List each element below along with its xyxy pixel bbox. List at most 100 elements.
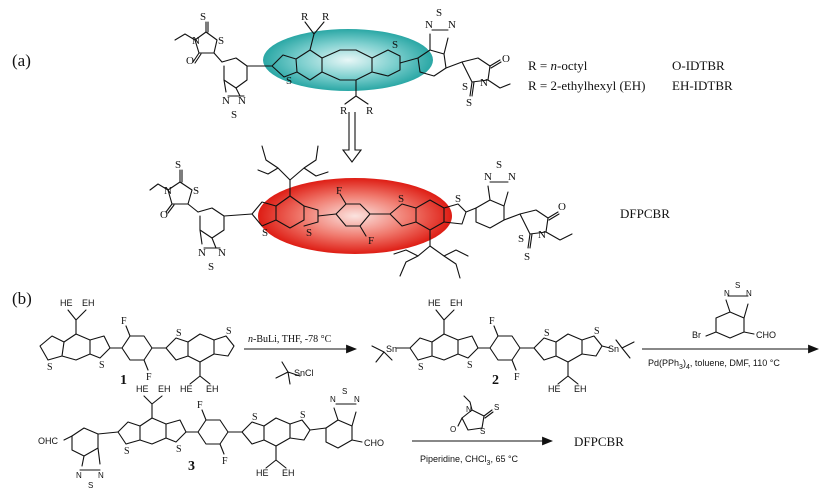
atom-f: F bbox=[121, 316, 127, 327]
atom-eh: EH bbox=[82, 298, 95, 308]
atom-s: S bbox=[231, 109, 237, 121]
atom-f: F bbox=[146, 372, 152, 383]
atom-f: F bbox=[489, 316, 495, 327]
atom-s: S bbox=[594, 326, 600, 337]
atom-s: S bbox=[392, 39, 398, 51]
atom-s: S bbox=[398, 193, 404, 205]
aldehyde-group: CHO bbox=[364, 438, 384, 448]
atom-eh: EH bbox=[574, 384, 587, 394]
atom-n: N bbox=[238, 95, 246, 107]
substituent-line-2: R = 2-ethylhexyl (EH) bbox=[528, 78, 645, 93]
atom-n: N bbox=[724, 289, 730, 298]
compound-3-structure bbox=[63, 395, 363, 471]
atom-he: HE bbox=[256, 468, 269, 478]
atom-r: R bbox=[322, 11, 330, 23]
atom-s: S bbox=[218, 35, 224, 47]
atom-o: O bbox=[160, 209, 168, 221]
atom-s: S bbox=[99, 360, 105, 371]
atom-s: S bbox=[524, 251, 530, 263]
atom-sn: Sn bbox=[608, 344, 619, 354]
atom-s: S bbox=[88, 481, 93, 489]
atom-s: S bbox=[226, 326, 232, 337]
idtbr-structure bbox=[174, 21, 511, 105]
atom-o: O bbox=[186, 55, 194, 67]
atom-eh: EH bbox=[450, 298, 463, 308]
atom-s: S bbox=[286, 75, 292, 87]
step2-conditions: Pd(PPh3)4, toluene, DMF, 110 °C bbox=[648, 358, 780, 371]
step3-product-label: DFPCBR bbox=[574, 434, 624, 449]
compound-2-structure bbox=[371, 309, 635, 385]
compound-3-label: 3 bbox=[188, 459, 195, 474]
atom-s: S bbox=[252, 412, 258, 423]
atom-o: O bbox=[502, 53, 510, 65]
atom-f: F bbox=[222, 456, 228, 467]
atom-n: N bbox=[508, 171, 516, 183]
atom-n: N bbox=[466, 405, 472, 414]
atom-o: O bbox=[558, 201, 566, 213]
atom-he: HE bbox=[428, 298, 441, 308]
compound-2-label: 2 bbox=[492, 373, 499, 388]
atom-eh: EH bbox=[158, 384, 171, 394]
atom-n: N bbox=[480, 77, 488, 89]
atom-s: S bbox=[175, 159, 181, 171]
bromo-bt-aldehyde-structure bbox=[705, 295, 755, 339]
atom-s: S bbox=[735, 281, 740, 290]
me3sncl-structure bbox=[275, 361, 301, 385]
atom-s: S bbox=[200, 11, 206, 23]
atom-eh: EH bbox=[282, 468, 295, 478]
teal-core-highlight bbox=[263, 29, 433, 91]
atom-s: S bbox=[300, 410, 306, 421]
dfpcbr-label: DFPCBR bbox=[620, 206, 670, 221]
atom-n: N bbox=[330, 395, 336, 404]
atom-r: R bbox=[366, 105, 374, 117]
atom-s: S bbox=[208, 261, 214, 273]
step1-conditions: n-BuLi, THF, -78 °C bbox=[248, 334, 332, 345]
atom-n: N bbox=[198, 247, 206, 259]
ethylrhodanine-structure bbox=[457, 395, 494, 431]
step3-conditions: Piperidine, CHCl3, 65 °C bbox=[420, 454, 519, 467]
atom-eh: EH bbox=[206, 384, 219, 394]
atom-o: O bbox=[450, 425, 456, 434]
substituent-line-1: R = n-octyl bbox=[528, 58, 588, 73]
aldehyde-group: CHO bbox=[756, 330, 776, 340]
atom-s: S bbox=[418, 362, 424, 373]
atom-f: F bbox=[368, 235, 374, 247]
atom-n: N bbox=[192, 35, 200, 47]
step1-additive: SnCl bbox=[294, 368, 314, 378]
atom-n: N bbox=[746, 289, 752, 298]
atom-n: N bbox=[484, 171, 492, 183]
atom-n: N bbox=[76, 471, 82, 480]
atom-s: S bbox=[518, 233, 524, 245]
red-core-highlight bbox=[258, 178, 452, 254]
atom-s: S bbox=[176, 444, 182, 455]
atom-s: S bbox=[455, 193, 461, 205]
atom-f: F bbox=[197, 400, 203, 411]
atom-s: S bbox=[193, 185, 199, 197]
panel-label-b: (b) bbox=[12, 289, 32, 308]
atom-s: S bbox=[342, 387, 347, 396]
atom-f: F bbox=[514, 372, 520, 383]
atom-f: F bbox=[336, 185, 342, 197]
design-arrow bbox=[341, 112, 363, 163]
atom-s: S bbox=[306, 227, 312, 239]
dfpcbr-structure bbox=[149, 145, 573, 279]
o-idtbr-label: O-IDTBR bbox=[672, 58, 725, 73]
atom-n: N bbox=[98, 471, 104, 480]
atom-n: N bbox=[164, 185, 172, 197]
atom-s: S bbox=[466, 97, 472, 109]
atom-he: HE bbox=[136, 384, 149, 394]
atom-he: HE bbox=[60, 298, 73, 308]
atom-n: N bbox=[354, 395, 360, 404]
atom-n: N bbox=[448, 19, 456, 31]
atom-s: S bbox=[124, 446, 130, 457]
atom-s: S bbox=[496, 159, 502, 171]
atom-s: S bbox=[480, 427, 485, 436]
atom-s: S bbox=[544, 328, 550, 339]
atom-sn: Sn bbox=[386, 344, 397, 354]
atom-n: N bbox=[538, 229, 546, 241]
atom-s: S bbox=[462, 81, 468, 93]
compound-1-structure bbox=[39, 309, 235, 385]
eh-idtbr-label: EH-IDTBR bbox=[672, 78, 733, 93]
atom-s: S bbox=[494, 403, 499, 412]
